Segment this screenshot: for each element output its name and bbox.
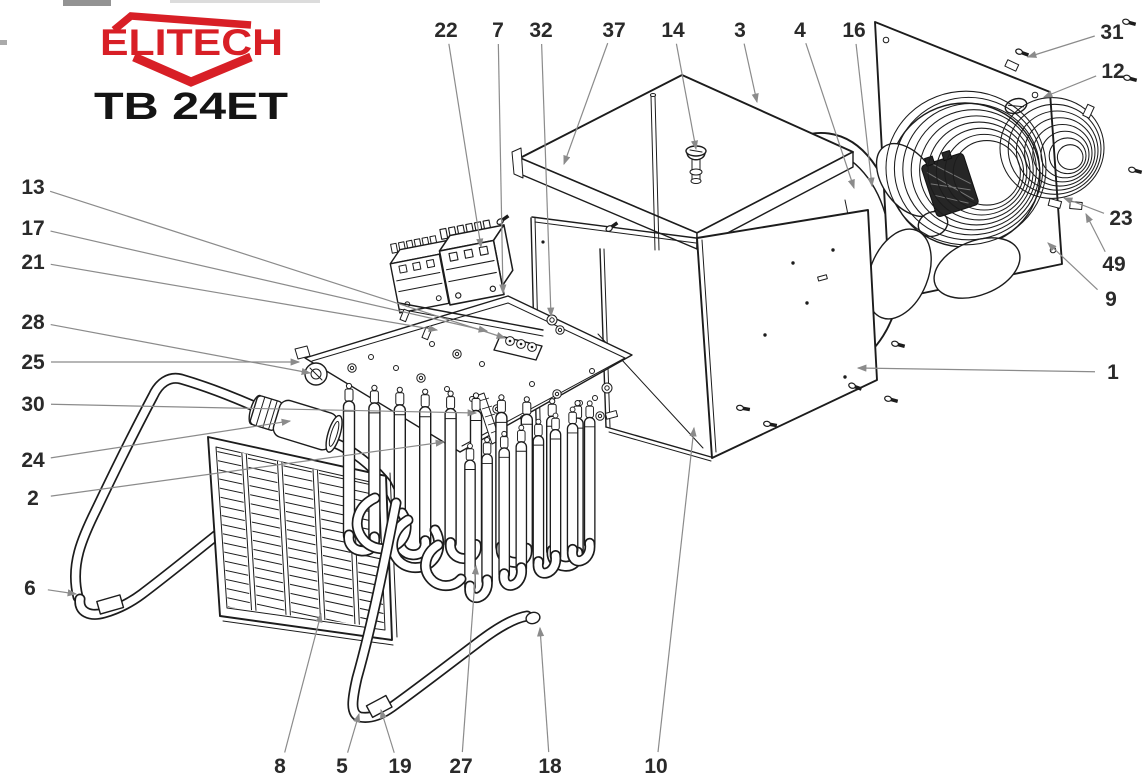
leader-line-5 — [347, 712, 361, 753]
panel-bracket — [294, 345, 311, 360]
brand-logo: ELITECH TB 24ET — [94, 12, 288, 128]
frame-tube-left — [69, 372, 402, 620]
leader-line-4 — [805, 43, 855, 190]
screw-icon — [891, 340, 906, 349]
scan-artifacts — [0, 0, 320, 45]
leader-line-18 — [536, 626, 550, 753]
screw-icon — [884, 395, 899, 404]
leader-line-10 — [657, 426, 697, 753]
logo-chevron-bottom-icon — [132, 52, 253, 87]
leader-line-27 — [461, 564, 479, 753]
callout-19: 19 — [388, 755, 411, 778]
leader-line-30 — [50, 403, 478, 417]
screw-icon — [848, 382, 863, 391]
leader-line-49 — [1085, 212, 1106, 253]
leader-line-8 — [284, 612, 323, 753]
callout-6: 6 — [24, 577, 36, 600]
leader-line-21 — [50, 263, 439, 333]
callout-28: 28 — [21, 311, 45, 334]
screw-icon — [1128, 166, 1143, 175]
screw-icon — [1123, 74, 1138, 83]
leader-line-12 — [1042, 75, 1097, 98]
leader-line-1 — [856, 364, 1096, 373]
callout-21: 21 — [21, 251, 45, 274]
screw-icon — [1122, 18, 1137, 27]
callout-1: 1 — [1107, 361, 1119, 384]
leader-line-23 — [1062, 197, 1105, 214]
capacitor — [248, 394, 343, 453]
tube-collar — [96, 594, 125, 615]
callout-5: 5 — [336, 755, 348, 778]
leader-line-3 — [743, 43, 759, 104]
callout-2: 2 — [27, 487, 39, 510]
callout-27: 27 — [449, 755, 472, 778]
logo-chevron-top-icon — [111, 12, 252, 33]
callout-8: 8 — [274, 755, 286, 778]
callout-10: 10 — [644, 755, 667, 778]
part-callouts: 22 7 32 37 14 3 4 16 31 12 23 49 9 1 13 17 21 28 25 30 24 2 6 8… — [21, 19, 1132, 778]
callout-37: 37 — [602, 19, 625, 42]
leader-line-24 — [50, 418, 292, 459]
fan-guard-grille — [885, 90, 1105, 246]
callout-13: 13 — [21, 176, 44, 199]
callout-3: 3 — [734, 19, 746, 42]
leader-line-9 — [1047, 242, 1098, 291]
callout-14: 14 — [661, 19, 685, 42]
callout-49: 49 — [1102, 253, 1125, 276]
screw-icon — [763, 420, 778, 428]
screw-icon — [605, 221, 619, 233]
frame-tube-right — [347, 497, 541, 723]
leader-line-37 — [563, 42, 609, 166]
leader-line-13 — [49, 190, 507, 339]
leader-line-6 — [47, 589, 78, 597]
fan-motor — [921, 149, 979, 217]
screw-icon — [736, 404, 751, 412]
electrical-panel — [294, 219, 633, 453]
logo-text: ELITECH — [100, 22, 283, 63]
terminal-block — [493, 335, 543, 361]
leader-line-14 — [675, 43, 699, 151]
callout-17: 17 — [21, 217, 44, 240]
screw-icon — [496, 214, 510, 226]
leader-line-19 — [380, 708, 395, 753]
callout-25: 25 — [21, 351, 45, 374]
tie-rod — [649, 93, 660, 251]
contactors — [389, 219, 514, 314]
screw-icon — [1015, 48, 1030, 57]
model-text: TB 24ET — [94, 86, 288, 128]
tube-end-cap — [525, 611, 541, 625]
callout-23: 23 — [1109, 207, 1132, 230]
top-cover — [511, 74, 854, 251]
leader-line-16 — [855, 43, 875, 188]
callout-22: 22 — [434, 19, 457, 42]
heating-element-block — [342, 382, 596, 603]
callout-30: 30 — [21, 393, 44, 416]
callout-18: 18 — [538, 755, 562, 778]
callout-4: 4 — [794, 19, 806, 42]
fan-assembly — [779, 21, 1105, 367]
leader-line-22 — [448, 43, 484, 249]
callout-24: 24 — [21, 449, 45, 472]
callout-9: 9 — [1105, 288, 1117, 311]
callout-16: 16 — [842, 19, 865, 42]
leader-line-32 — [541, 43, 555, 318]
panel-knob — [304, 362, 328, 386]
callout-32: 32 — [529, 19, 552, 42]
callout-7: 7 — [492, 19, 504, 42]
leader-line-2 — [50, 439, 446, 497]
leader-line-7 — [497, 43, 507, 295]
callout-31: 31 — [1100, 21, 1124, 44]
leader-line-31 — [1026, 35, 1095, 58]
callout-12: 12 — [1101, 60, 1124, 83]
leader-line-28 — [50, 323, 312, 375]
leader-line-17 — [50, 230, 489, 333]
